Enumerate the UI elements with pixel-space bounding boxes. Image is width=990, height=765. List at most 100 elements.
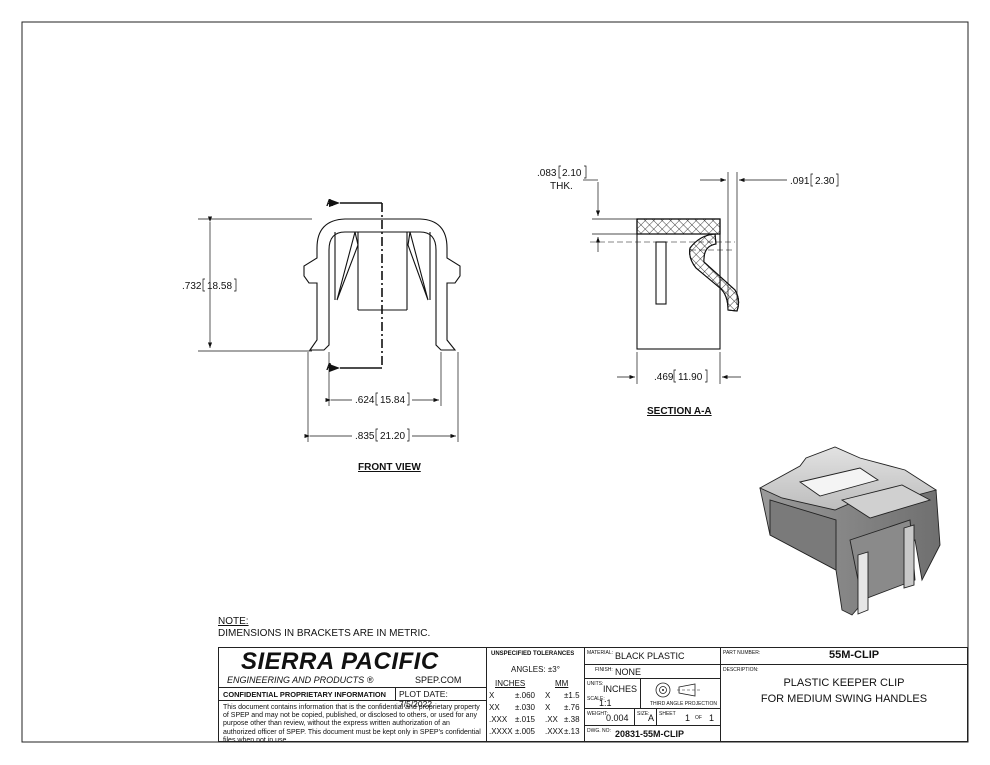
description-label: DESCRIPTION: [723, 667, 759, 673]
material-value: BLACK PLASTIC [615, 651, 685, 661]
tol-mm-value: ±.76 [564, 703, 580, 712]
mm-brackets [202, 278, 410, 442]
tol-mm-value: ±.13 [564, 727, 580, 736]
plot-date: 7/5/2022 [399, 699, 433, 709]
part-number: 55M-CLIP [829, 649, 880, 661]
projection-cell: THIRD ANGLE PROJECTION [641, 679, 721, 709]
tolerance-row: .XXXX ±.005 .XXX ±.13 [489, 727, 583, 739]
dim-inner-width: .624 [355, 395, 375, 406]
confidential-cell: CONFIDENTIAL PROPRIETARY INFORMATION [219, 687, 396, 700]
tol-in-format: .XXXX [489, 727, 513, 736]
section-view-title: SECTION A-A [647, 406, 712, 417]
dim-height-mm: 18.58 [207, 281, 232, 292]
dim-offset-mm: 2.30 [815, 176, 835, 187]
company-cell: SIERRA PACIFIC ENGINEERING AND PRODUCTS … [219, 648, 487, 687]
scale-label: SCALE: [587, 696, 605, 702]
description-line-2: FOR MEDIUM SWING HANDLES [760, 693, 928, 705]
dim-outer-width: .835 [355, 431, 375, 442]
part-number-cell: PART NUMBER: 55M-CLIP [721, 648, 967, 665]
plot-date-label: PLOT DATE: [399, 689, 448, 699]
tol-in-format: .XXX [489, 715, 508, 724]
dim-thickness-suffix: THK. [550, 181, 573, 192]
part-number-label: PART NUMBER: [723, 650, 761, 656]
company-logo: SIERRA PACIFIC [241, 648, 439, 675]
company-subtitle: ENGINEERING AND PRODUCTS ® [227, 675, 373, 685]
finish-value: NONE [615, 667, 642, 677]
description-text: PLASTIC KEEPER CLIP FOR MEDIUM SWING HAN… [721, 675, 967, 707]
tol-in-format: XX [489, 703, 500, 712]
dim-inner-width-mm: 15.84 [380, 395, 405, 406]
finish-cell: FINISH: NONE [585, 665, 721, 679]
dim-height: .732 [182, 281, 202, 292]
legal-cell: This document contains information that … [219, 700, 487, 741]
finish-label: FINISH: [595, 667, 613, 673]
units-label: UNITS: [587, 681, 604, 687]
tol-in-format: X [489, 691, 495, 700]
legal-text: This document contains information that … [223, 704, 481, 741]
tol-in-value: ±.015 [515, 715, 535, 724]
third-angle-projection-icon [655, 682, 701, 698]
dim-depth: .469 [654, 372, 674, 383]
tol-mm-value: ±1.5 [564, 691, 580, 700]
description-cell: DESCRIPTION: PLASTIC KEEPER CLIP FOR MED… [721, 665, 967, 741]
size-cell: SIZE: A [635, 709, 657, 726]
note-text: DIMENSIONS IN BRACKETS ARE IN METRIC. [218, 628, 431, 639]
material-label: MATERIAL: [587, 650, 614, 656]
tolerance-row: XX ±.030 X ±.76 [489, 703, 583, 715]
inches-heading: INCHES [495, 679, 526, 688]
note: NOTE: DIMENSIONS IN BRACKETS ARE IN METR… [218, 616, 430, 640]
dwg-label: DWG. NO: [587, 728, 611, 734]
weight-cell: WEIGHT: 0.004 [585, 709, 635, 726]
material-cell: MATERIAL: BLACK PLASTIC [585, 648, 721, 665]
dim-depth-mm: 11.90 [678, 372, 703, 383]
dim-thickness-mm: 2.10 [562, 168, 582, 179]
scale-cell: SCALE: 1:1 [585, 694, 641, 709]
tol-mm-format: X [545, 703, 551, 712]
angles: ANGLES: ±3° [511, 665, 560, 674]
dim-outer-width-mm: 21.20 [380, 431, 405, 442]
isometric-view [758, 446, 941, 616]
scale-value: 1:1 [599, 698, 612, 708]
sheet-total: 1 [709, 713, 715, 723]
weight-label: WEIGHT: [587, 711, 608, 717]
tolerance-row: .XXX ±.015 .XX ±.38 [489, 715, 583, 727]
tol-mm-format: .XXX [545, 727, 564, 736]
tol-in-value: ±.030 [515, 703, 535, 712]
front-view-title: FRONT VIEW [358, 462, 421, 473]
front-view [198, 198, 461, 442]
description-line-1: PLASTIC KEEPER CLIP [783, 677, 905, 689]
sheet-label: SHEET [659, 711, 676, 717]
tol-mm-value: ±.38 [564, 715, 580, 724]
projection-label: THIRD ANGLE PROJECTION [650, 701, 717, 707]
tolerance-table: X ±.060 X ±1.5 XX ±.030 X ±.76 .XXX ±.01… [489, 691, 583, 739]
tol-mm-format: X [545, 691, 551, 700]
note-heading: NOTE: [218, 616, 249, 627]
confidential-heading: CONFIDENTIAL PROPRIETARY INFORMATION [223, 690, 387, 699]
section-view [583, 172, 787, 384]
registered-mark: ® [366, 675, 374, 685]
tol-mm-format: .XX [545, 715, 558, 724]
dim-offset: .091 [790, 176, 810, 187]
tolerances-heading: UNSPECIFIED TOLERANCES [491, 651, 575, 657]
dim-thickness: .083 [537, 168, 557, 179]
company-website: SPEP.COM [415, 675, 462, 685]
tolerance-row: X ±.060 X ±1.5 [489, 691, 583, 703]
size-value: A [648, 713, 655, 723]
plot-date-cell: PLOT DATE: 7/5/2022 [396, 687, 487, 709]
sheet-value: 1 [685, 713, 691, 723]
sheet-border [21, 21, 969, 743]
tol-in-value: ±.005 [515, 727, 535, 736]
section-mark-top: A [326, 198, 333, 209]
dwg-cell: DWG. NO: 20831-55M-CLIP [585, 726, 721, 741]
title-block: SIERRA PACIFIC ENGINEERING AND PRODUCTS … [218, 647, 968, 742]
size-label: SIZE: [637, 711, 650, 717]
tolerances-cell: UNSPECIFIED TOLERANCES ANGLES: ±3° INCHE… [487, 648, 585, 741]
mm-heading: MM [555, 679, 569, 688]
mm-brackets-section [558, 165, 839, 383]
tol-in-value: ±.060 [515, 691, 535, 700]
sheet-of-label: OF [695, 715, 702, 721]
weight-value: 0.004 [606, 713, 629, 723]
company-sub-text: ENGINEERING AND PRODUCTS [227, 675, 365, 685]
section-mark-bottom: A [326, 362, 333, 373]
